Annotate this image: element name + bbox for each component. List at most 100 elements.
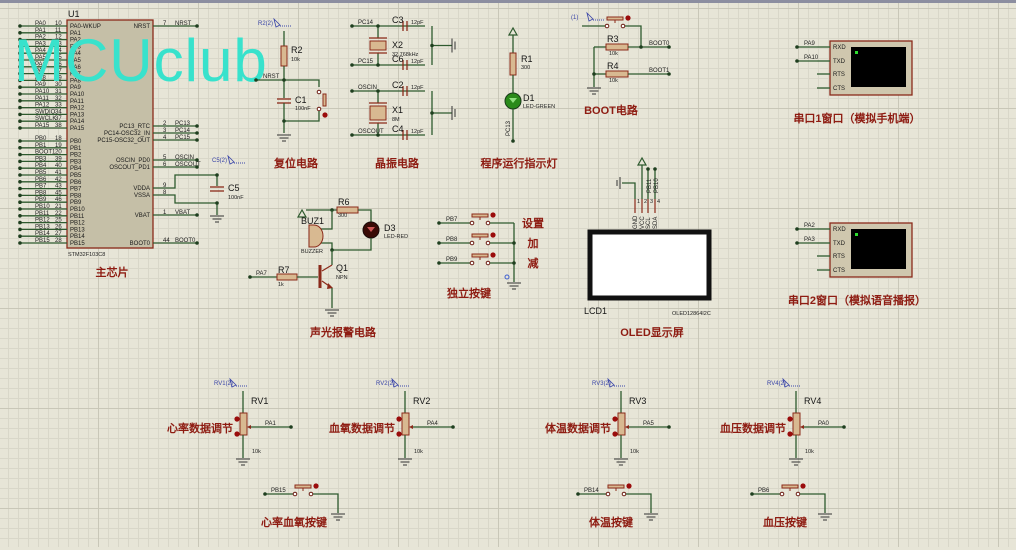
button-contact[interactable]: [316, 106, 322, 112]
button-contact[interactable]: [604, 23, 610, 29]
mcu-pin-number: 40: [55, 163, 62, 169]
junction-dot: [195, 131, 199, 135]
button-actuator-icon[interactable]: [313, 483, 319, 489]
push-button[interactable]: [471, 213, 489, 218]
push-button[interactable]: [781, 484, 799, 489]
button-contact[interactable]: [621, 491, 627, 497]
button-contact[interactable]: [292, 491, 298, 497]
junction-dot: [430, 111, 434, 115]
voltage-probe-icon[interactable]: [229, 377, 237, 388]
button-contact[interactable]: [485, 220, 491, 226]
button-contact[interactable]: [605, 491, 611, 497]
voltage-probe-icon[interactable]: [782, 377, 790, 388]
pot-adjust-down-icon[interactable]: [396, 431, 402, 437]
potentiometer[interactable]: [401, 412, 410, 436]
oled-display[interactable]: [587, 229, 712, 301]
button-actuator-icon[interactable]: [800, 483, 806, 489]
button-contact[interactable]: [779, 491, 785, 497]
mcu-pin-number: 6: [163, 162, 167, 168]
junction-dot: [667, 425, 671, 429]
push-button[interactable]: [471, 233, 489, 238]
button-actuator-icon[interactable]: [490, 232, 496, 238]
mcu-net-label: PA15: [35, 123, 50, 129]
capacitor-ref: C4: [392, 124, 404, 134]
voltage-probe-icon[interactable]: [586, 11, 594, 22]
push-button[interactable]: [606, 16, 624, 21]
voltage-probe-icon[interactable]: [273, 17, 281, 28]
mcu-pin-name: PA7: [70, 72, 82, 78]
button-contact[interactable]: [308, 491, 314, 497]
button-contact[interactable]: [485, 260, 491, 266]
potentiometer[interactable]: [617, 412, 626, 436]
section-title-boot: BOOT电路: [584, 103, 639, 117]
button-contact[interactable]: [469, 220, 475, 226]
voltage-probe-icon[interactable]: [607, 377, 615, 388]
reset-button[interactable]: [322, 93, 327, 107]
button-contact[interactable]: [469, 260, 475, 266]
terminal-screen[interactable]: [851, 229, 906, 269]
pot-adjust-down-icon[interactable]: [787, 431, 793, 437]
mcu-net-label: PB6: [35, 177, 47, 183]
section-title-run-led: 程序运行指示灯: [481, 156, 558, 170]
pot-adjust-up-icon[interactable]: [612, 416, 618, 422]
mcu-pin-name: BOOT0: [130, 241, 151, 247]
r1-ref: R1: [521, 54, 533, 64]
mcu-pin-number: 22: [55, 211, 62, 217]
mcu-net-label: PA1: [35, 28, 47, 34]
mcu-pin-name: PA1: [70, 31, 82, 37]
junction-dot: [195, 158, 199, 162]
mcu-net-label: OSCOUT: [175, 162, 201, 168]
button-contact[interactable]: [316, 89, 322, 95]
push-button[interactable]: [471, 253, 489, 258]
resistor[interactable]: [605, 70, 629, 78]
resistor[interactable]: [509, 52, 517, 76]
pot-adjust-down-icon[interactable]: [234, 431, 240, 437]
junction-dot: [195, 213, 199, 217]
terminal-screen[interactable]: [851, 47, 906, 87]
resistor[interactable]: [605, 43, 629, 51]
push-button[interactable]: [607, 484, 625, 489]
voltage-probe-icon[interactable]: [227, 154, 235, 165]
terminal-pin-label: CTS: [833, 86, 845, 92]
pot-adjust-up-icon[interactable]: [787, 416, 793, 422]
voltage-probe-icon[interactable]: [391, 377, 399, 388]
mcu-pin-number: 21: [55, 204, 62, 210]
pot-value: 10k: [805, 449, 814, 455]
button-actuator-icon[interactable]: [490, 252, 496, 258]
button-contact[interactable]: [485, 240, 491, 246]
button-contact[interactable]: [795, 491, 801, 497]
transistor-arrow-icon: [327, 283, 333, 289]
crystal-ref: X1: [392, 105, 403, 115]
mcu-net-label: PB5: [35, 170, 47, 176]
crystal[interactable]: [369, 40, 387, 51]
section-title-alarm: 声光报警电路: [309, 325, 377, 339]
button-contact[interactable]: [620, 23, 626, 29]
button-contact[interactable]: [469, 240, 475, 246]
voltage-probe-label: RV4(2): [767, 381, 786, 387]
button-actuator-icon[interactable]: [490, 212, 496, 218]
pot-net-label: PA4: [427, 421, 439, 427]
crystal[interactable]: [369, 105, 387, 121]
pot-adjust-up-icon[interactable]: [396, 416, 402, 422]
junction-dot: [18, 112, 22, 117]
button-actuator-icon[interactable]: [626, 483, 632, 489]
mcu-net-label: VBAT: [175, 210, 191, 216]
junction-dot: [350, 24, 354, 28]
button-actuator-icon[interactable]: [322, 112, 328, 118]
voltage-probe-label: RV3(2): [592, 381, 611, 387]
pot-adjust-down-icon[interactable]: [612, 431, 618, 437]
resistor[interactable]: [280, 45, 288, 67]
push-button[interactable]: [294, 484, 312, 489]
mcu-net-label: PA5: [35, 55, 47, 61]
potentiometer[interactable]: [239, 412, 248, 436]
mcu-chip[interactable]: [66, 19, 154, 249]
crystal-ref: X2: [392, 40, 403, 50]
mcu-net-label: PA3: [35, 41, 47, 47]
potentiometer[interactable]: [792, 412, 801, 436]
pot-adjust-up-icon[interactable]: [234, 416, 240, 422]
junction-dot: [437, 261, 441, 265]
button-actuator-icon[interactable]: [625, 15, 631, 21]
buzzer[interactable]: [308, 224, 324, 248]
